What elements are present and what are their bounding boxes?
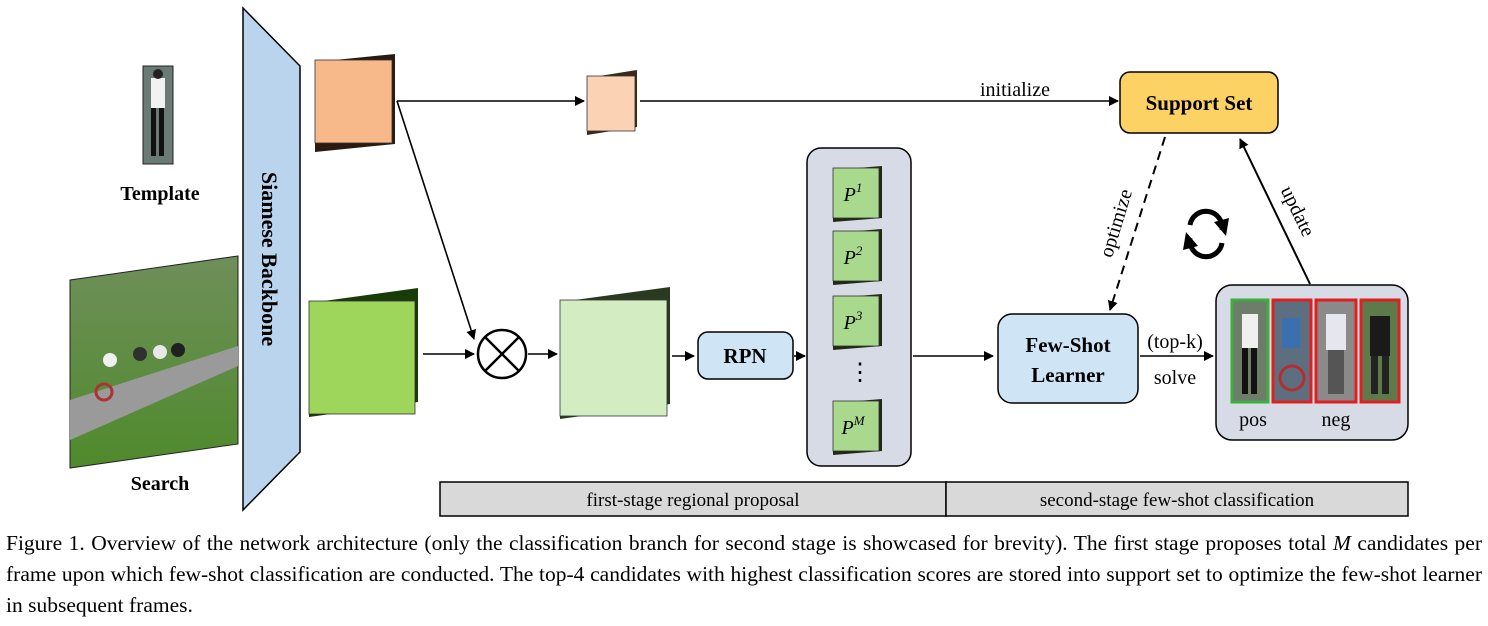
siamese-backbone-block	[242, 6, 301, 512]
stage1-label: first-stage regional proposal	[586, 490, 799, 511]
neg-label: neg	[1322, 409, 1351, 431]
few-shot-learner-line1: Few-Shot	[1025, 333, 1110, 357]
proposal-cell: P1	[832, 166, 882, 222]
figure-caption: Figure 1. Overview of the network archit…	[6, 528, 1482, 621]
proposals-ellipsis: ⋮	[848, 360, 872, 386]
proposal-cell: P3	[832, 294, 882, 350]
search-label: Search	[131, 473, 190, 495]
support-set-block	[1119, 71, 1279, 134]
update-label: update	[1276, 183, 1319, 241]
search-image	[69, 255, 239, 469]
stage2-bar	[945, 481, 1409, 517]
proposal-cell: PM	[832, 399, 882, 455]
support-set-label: Support Set	[1146, 91, 1253, 115]
caption-math-m: M	[1332, 531, 1351, 555]
few-shot-learner-line2: Learner	[1031, 363, 1104, 387]
template-feature-small	[586, 70, 637, 135]
stage2-label: second-stage few-shot classification	[1040, 490, 1315, 511]
stage1-bar	[439, 481, 947, 517]
correlation-feature-map	[559, 287, 670, 419]
solve-label: solve	[1154, 367, 1196, 389]
architecture-diagram: Template Search Siamese Backbone initial…	[69, 6, 1409, 517]
optimize-arrow	[1107, 136, 1166, 311]
positive-sample	[1230, 298, 1270, 404]
proposal-cell: P2	[832, 229, 882, 285]
template-image	[142, 65, 174, 165]
siamese-backbone-label: Siamese Backbone	[257, 172, 282, 346]
negative-sample-3	[1359, 298, 1401, 404]
negative-sample-2	[1314, 298, 1358, 404]
negative-sample-1	[1271, 298, 1313, 404]
rpn-label: RPN	[723, 344, 766, 368]
pos-label: pos	[1239, 409, 1267, 431]
correlation-operator-icon	[476, 328, 528, 380]
template-label: Template	[120, 183, 199, 205]
few-shot-learner-block	[997, 313, 1139, 404]
refresh-cycle-icon	[1183, 208, 1229, 260]
search-feature-map	[308, 288, 418, 417]
optimize-label: optimize	[1096, 186, 1138, 259]
template-to-correlation-arrow	[396, 100, 476, 340]
caption-part2: candidates per frame upon which few-shot…	[6, 531, 1482, 617]
rpn-block	[697, 331, 794, 380]
topk-label: (top-k)	[1147, 331, 1203, 353]
update-arrow	[1239, 138, 1311, 285]
caption-part1: Figure 1. Overview of the network archit…	[6, 531, 1333, 555]
template-feature-map	[314, 54, 395, 152]
initialize-label: initialize	[980, 79, 1050, 101]
